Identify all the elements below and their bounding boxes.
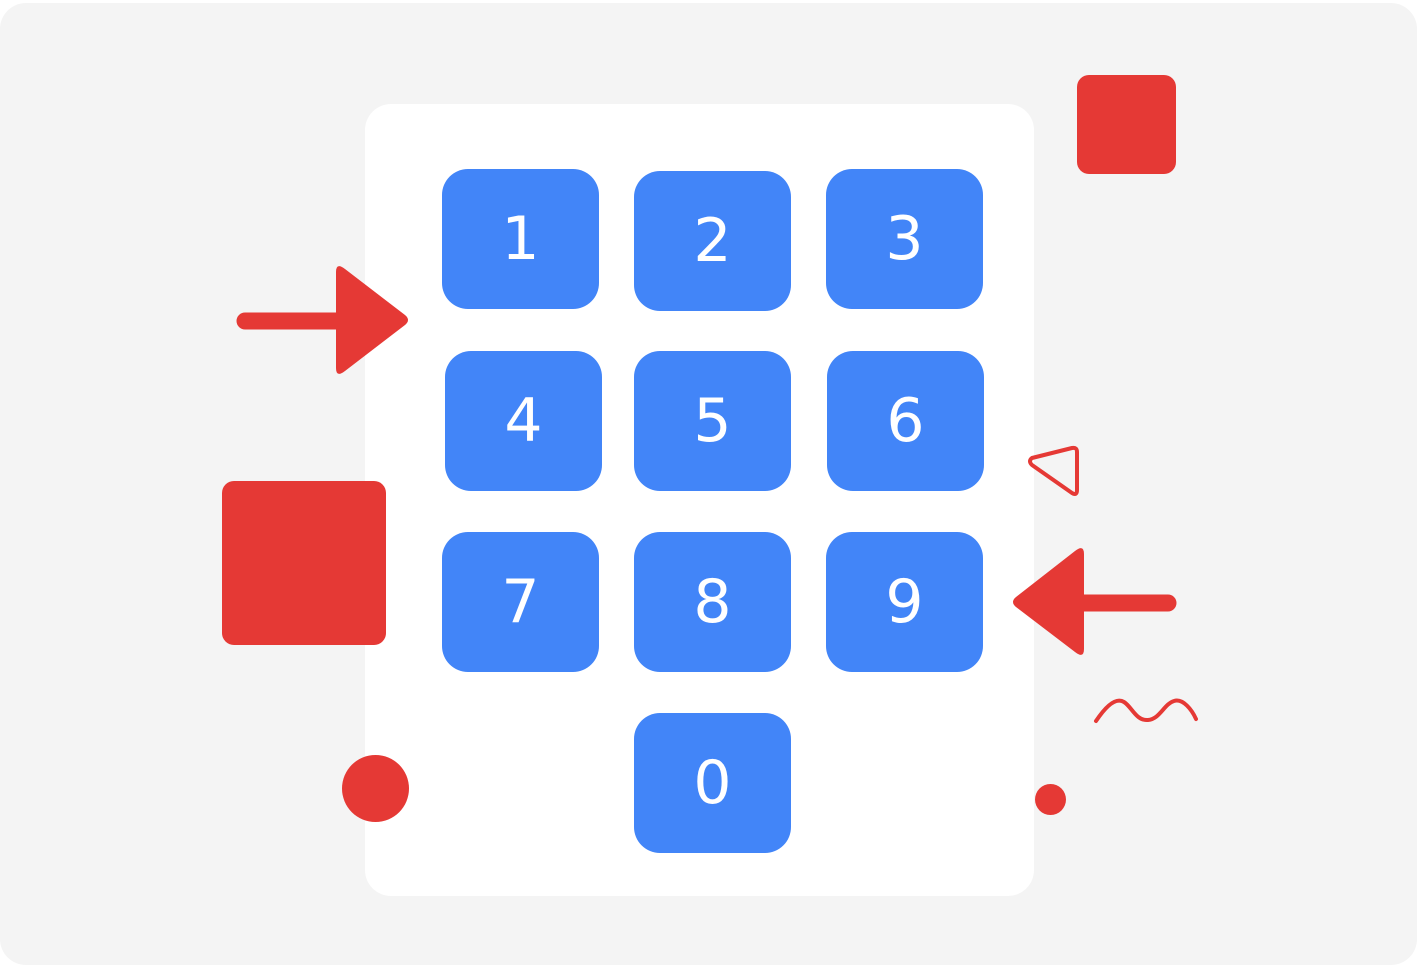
key-3[interactable]: 3 (826, 169, 983, 309)
arrow-left-icon (1013, 548, 1177, 655)
key-4[interactable]: 4 (445, 351, 602, 491)
key-9[interactable]: 9 (826, 532, 983, 672)
decorative-square-small (1077, 75, 1176, 174)
decorative-circle-small (1035, 784, 1066, 815)
decorative-square-large (222, 481, 386, 645)
triangle-outline-icon (1028, 445, 1079, 496)
key-0[interactable]: 0 (634, 713, 791, 853)
key-6[interactable]: 6 (827, 351, 984, 491)
key-7[interactable]: 7 (442, 532, 599, 672)
key-1[interactable]: 1 (442, 169, 599, 309)
key-5[interactable]: 5 (634, 351, 791, 491)
arrow-right-icon (236, 266, 408, 374)
key-8[interactable]: 8 (634, 532, 791, 672)
decorative-circle-large (342, 755, 409, 822)
squiggle-icon (1094, 698, 1198, 723)
key-2[interactable]: 2 (634, 171, 791, 311)
